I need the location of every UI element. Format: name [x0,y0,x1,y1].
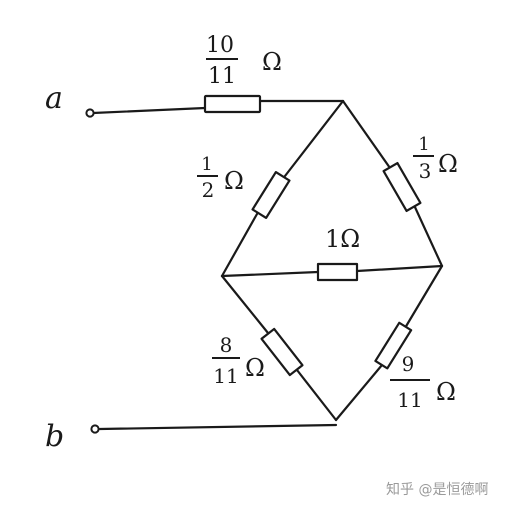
resistor-upper-left-denominator: 2 [202,178,215,202]
terminal-a-dot [85,108,95,118]
labels: a b 10 11 Ω 1 2 Ω 1 3 Ω 1Ω 8 11 Ω 9 11 Ω [45,33,458,454]
resistor-lower-right [374,321,413,370]
terminal-a-label: a [45,81,63,116]
wire-left-node-to-middle-resistor [220,270,320,278]
wire-top-to-upper-right-resistor [341,99,392,170]
resistor-lower-left [260,327,304,377]
resistor-upper-right-unit: Ω [438,150,458,178]
circuit-wires [91,99,444,431]
resistor-upper-left-unit: Ω [224,167,244,195]
wire-top-to-upper-left-resistor [283,99,345,178]
resistor-middle [316,262,359,282]
terminals [85,108,100,434]
wire-middle-resistor-to-right-node [355,264,444,273]
resistor-upper-right-denominator: 3 [419,159,432,183]
resistor-upper-left [251,171,291,219]
resistor-lower-right-unit: Ω [436,378,456,406]
resistor-top-numerator: 10 [206,33,234,58]
wire-b-to-bottom-node [98,423,338,431]
resistor-middle-label: 1Ω [325,225,360,253]
resistor-lower-right-numerator: 9 [402,352,415,376]
wire-right-node-to-lower-right-resistor [403,264,444,330]
terminal-b-dot [90,424,100,434]
resistor-lower-left-denominator: 11 [213,364,238,388]
resistor-upper-left-numerator: 1 [201,154,212,175]
resistor-lower-left-unit: Ω [245,354,265,382]
resistor-lower-right-denominator: 11 [397,388,422,412]
resistor-top-unit: Ω [262,48,282,76]
resistor-top [203,94,262,114]
watermark: 知乎 @是恒德啊 [386,481,488,498]
resistor-upper-right-numerator: 1 [418,134,429,155]
wire-a-to-top-resistor [91,106,207,115]
wire-lower-right-resistor-to-bottom-node [334,363,384,422]
wire-left-node-to-lower-left-resistor [220,274,270,335]
resistor-top-denominator: 11 [208,64,236,89]
resistors [203,94,422,377]
terminal-b-label: b [45,419,64,454]
wire-lower-left-resistor-to-bottom-node [295,368,338,422]
wire-upper-left-resistor-to-left-node [220,212,259,278]
resistor-upper-right [382,161,422,213]
wire-upper-right-resistor-to-right-node [412,203,444,268]
resistor-lower-left-numerator: 8 [220,333,233,357]
